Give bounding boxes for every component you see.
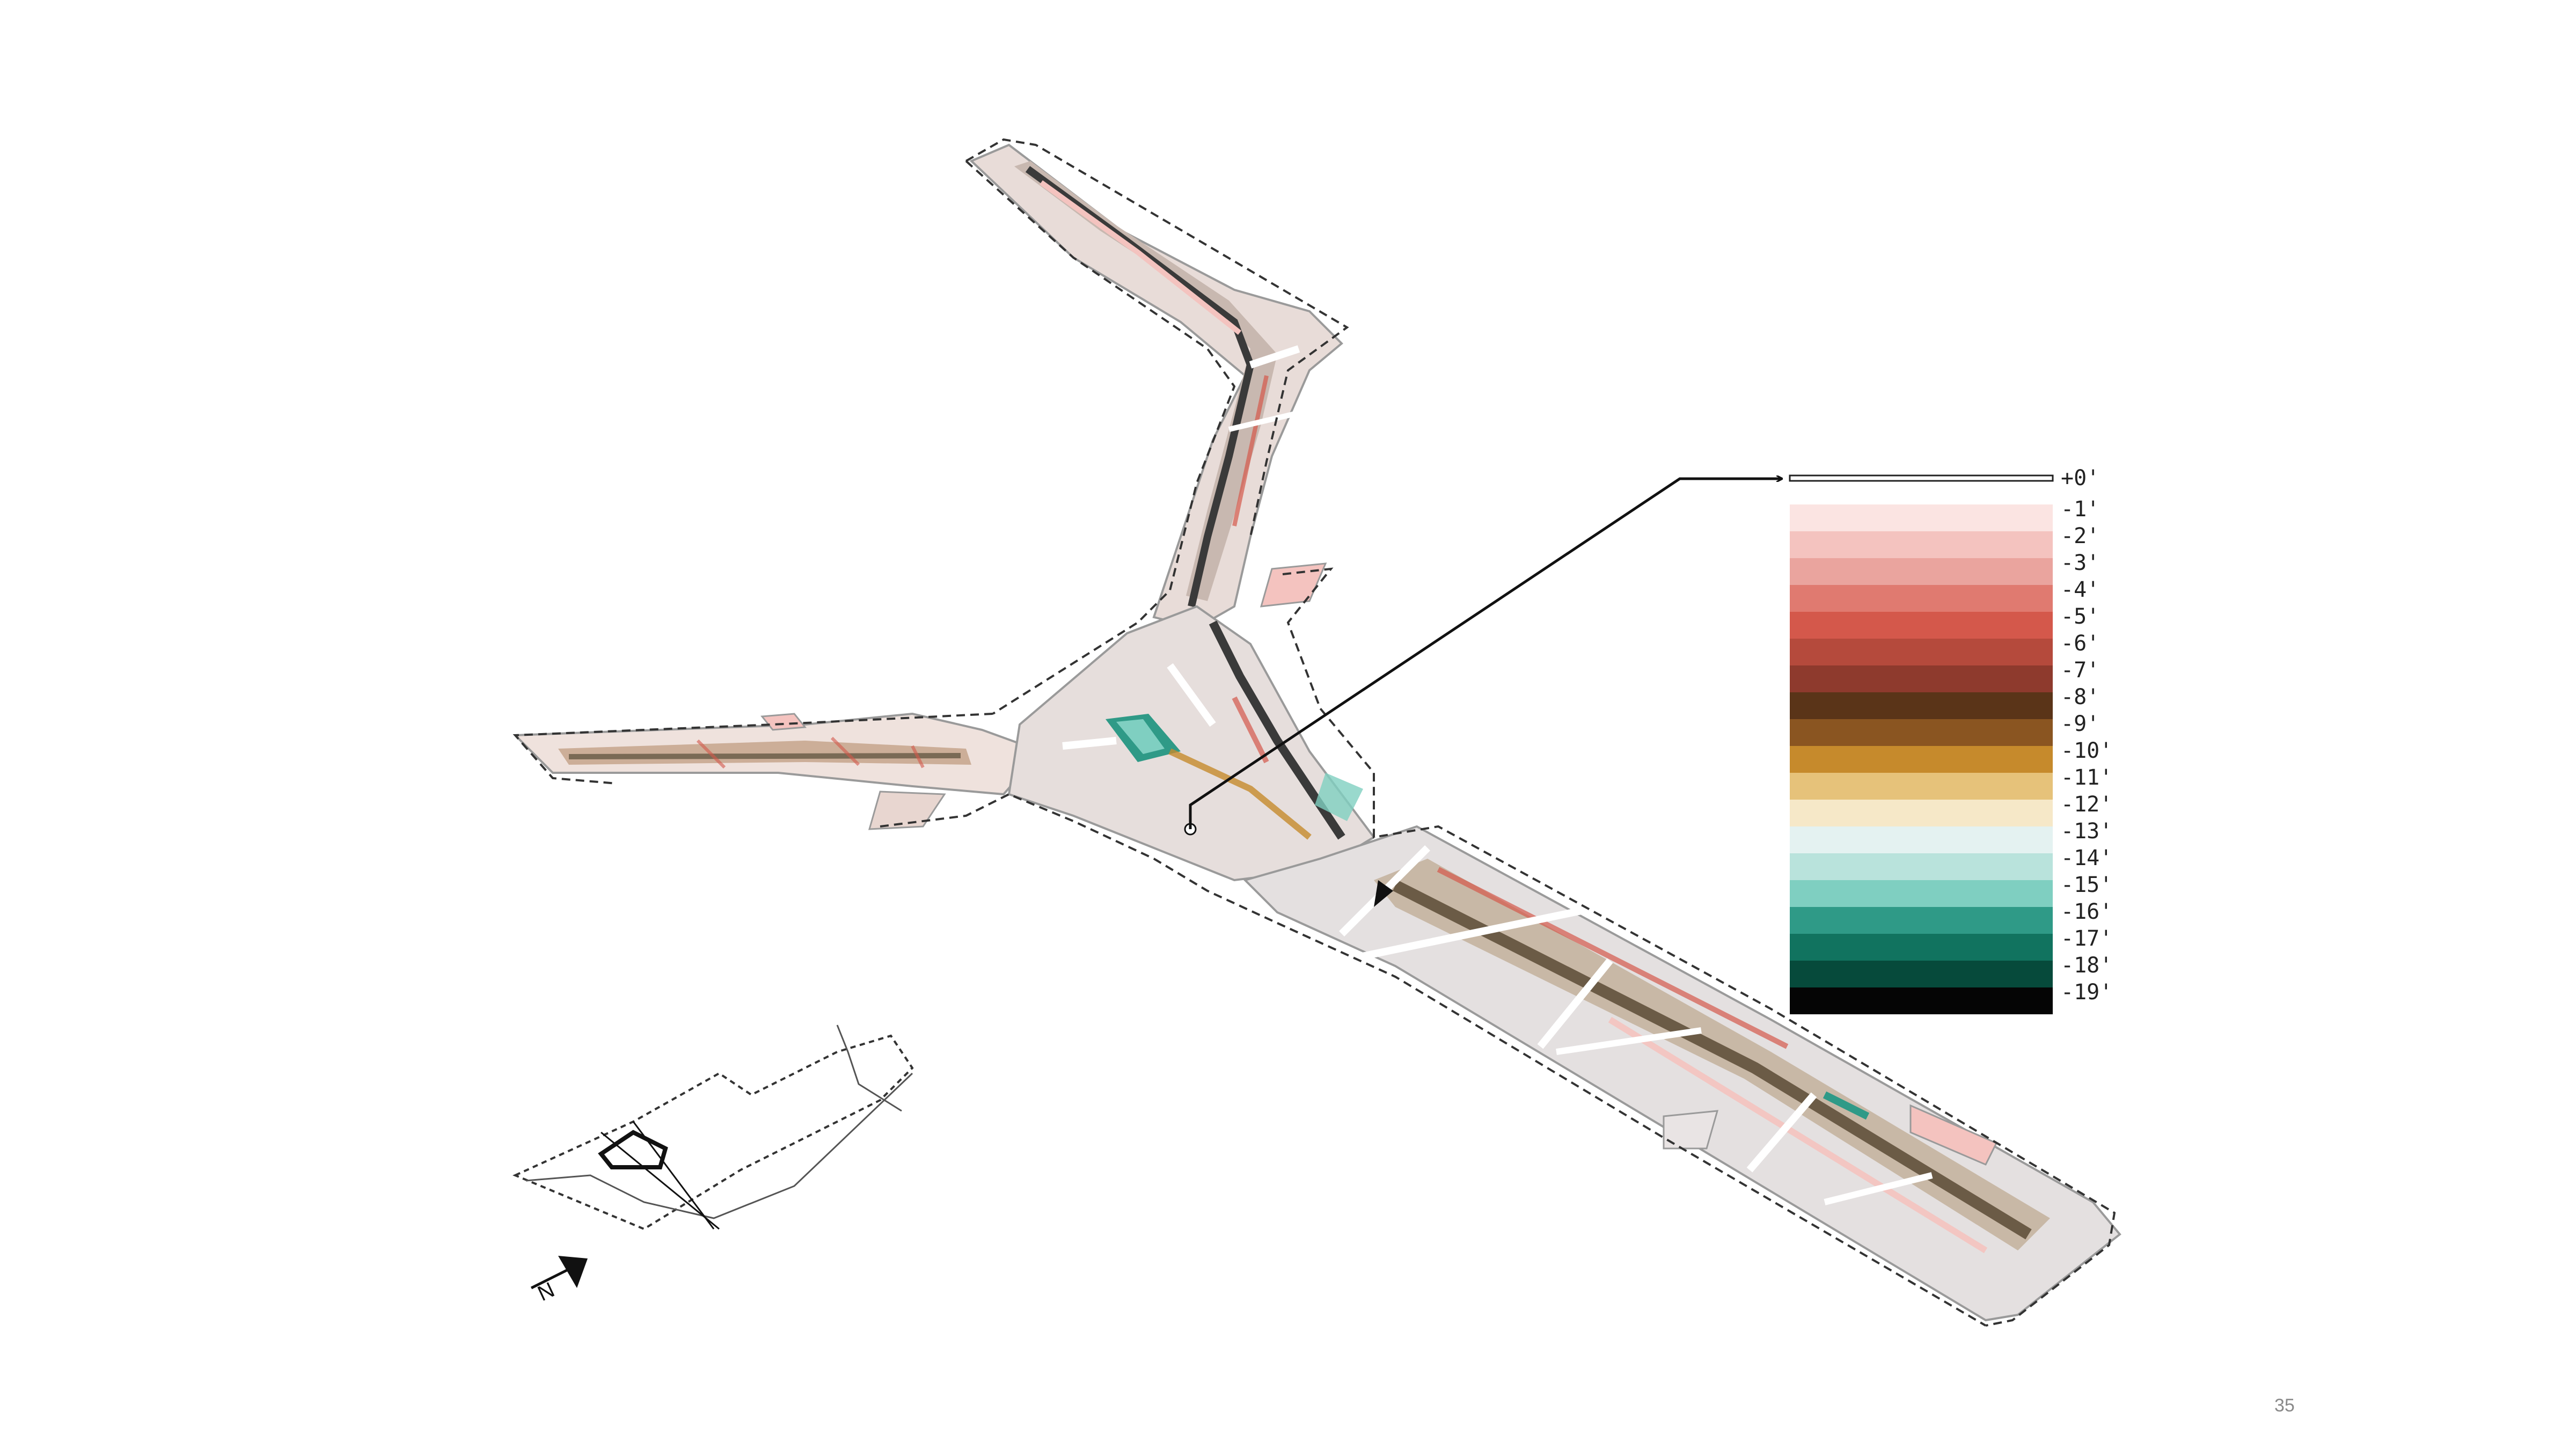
depth-legend: +0'-1'-2'-3'-4'-5'-6'-7'-8'-9'-10'-11'-1… [1789,466,2112,1014]
legend-swatch [1790,558,2053,585]
legend-swatch [1790,826,2053,853]
legend-callout-pointer [1184,479,1782,836]
legend-swatch [1790,880,2053,907]
north-arrow-label: N [534,1278,558,1306]
legend-label: -19' [2061,980,2112,1005]
legend-label: -10' [2061,738,2112,763]
legend-label: -2' [2061,524,2099,548]
legend-label: -16' [2061,899,2112,924]
legend-swatch [1790,504,2053,531]
legend-swatch [1790,853,2053,880]
legend-label: -17' [2061,926,2112,951]
legend-label: -12' [2061,792,2112,817]
legend-swatch [1790,907,2053,934]
legend-swatch [1790,746,2053,773]
legend-label: -6' [2061,631,2099,656]
legend-swatch [1790,531,2053,558]
legend-label: -5' [2061,604,2099,629]
legend-swatch [1790,719,2053,746]
legend-label: -9' [2061,712,2099,736]
legend-label: -3' [2061,551,2099,575]
legend-swatch [1790,961,2053,987]
legend-swatch [1789,474,2054,482]
page-number: 35 [2274,1395,2295,1416]
legend-label: -4' [2061,577,2099,602]
legend-swatch [1790,612,2053,639]
legend-label: -18' [2061,953,2112,978]
legend-swatch [1790,934,2053,961]
site-model [513,138,2121,1327]
north-branch [969,143,1343,630]
legend-label: -11' [2061,765,2112,790]
legend-label: -15' [2061,873,2112,897]
legend-swatch [1790,585,2053,612]
legend-swatch [1790,639,2053,665]
legend-swatch [1790,987,2053,1014]
legend-swatch [1790,773,2053,800]
legend-label: -8' [2061,685,2099,709]
west-branch [513,712,1043,830]
legend-swatch [1790,665,2053,692]
southeast-branch [1243,825,2121,1322]
legend-label: +0' [2061,466,2099,491]
central-intersection [1007,605,1375,882]
site-boundary [513,138,2116,1327]
legend-label: -7' [2061,658,2099,683]
legend-swatch [1790,692,2053,719]
legend-swatch [1790,800,2053,826]
legend-label: -14' [2061,846,2112,870]
key-plan-inset [512,1024,914,1231]
legend-label: -1' [2061,497,2099,522]
north-arrow: N [530,1256,588,1306]
legend-label: -13' [2061,819,2112,844]
